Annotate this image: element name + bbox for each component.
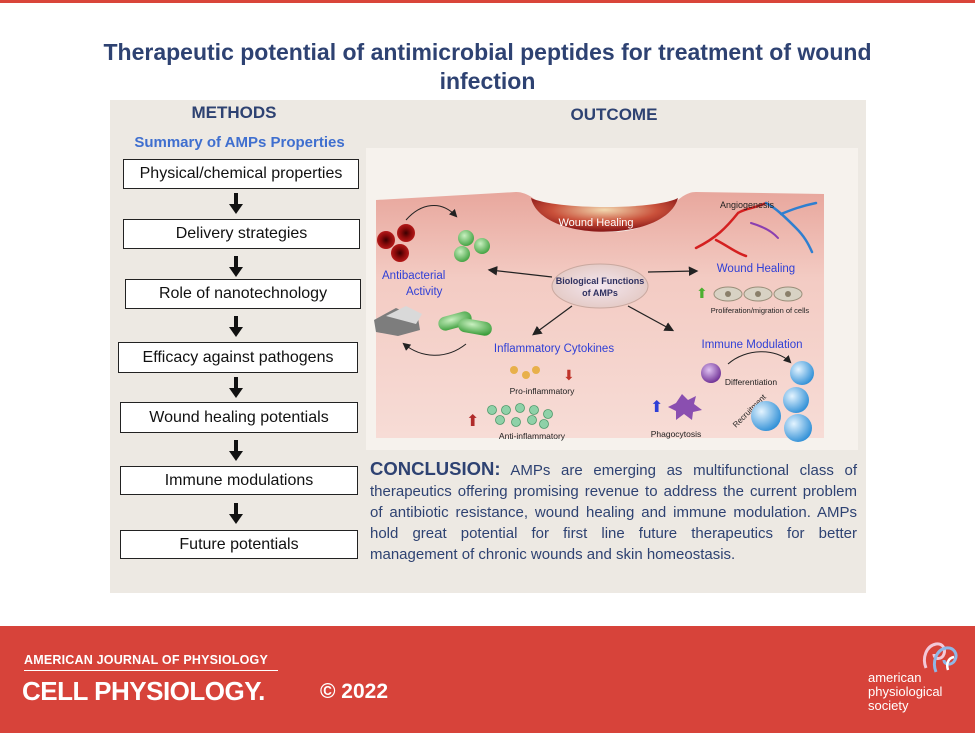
outcome-illustration: Wound Healing Angiogenesis Wound Healing… [366, 148, 858, 450]
aps-wordmark: american physiological society [868, 671, 968, 713]
journal-rule [24, 670, 278, 671]
top-rule [0, 0, 975, 3]
journal-section: CELL PHYSIOLOGY. [22, 676, 265, 706]
step-wound-healing: Wound healing potentials [120, 402, 358, 433]
step-future-potentials: Future potentials [120, 530, 358, 559]
step-efficacy-pathogens: Efficacy against pathogens [118, 342, 358, 373]
conclusion-paragraph: CONCLUSION: AMPs are emerging as multifu… [370, 458, 857, 565]
antibacterial-label-2: Activity [406, 286, 443, 298]
down-arrow-red-icon: ⬇ [563, 367, 575, 383]
arrow-kill-bottom [402, 342, 467, 356]
aps-word-3: society [868, 698, 909, 713]
arrow-to-wound-healing [647, 266, 699, 276]
step-nanotechnology: Role of nanotechnology [125, 279, 361, 309]
page-title: Therapeutic potential of antimicrobial p… [103, 39, 872, 94]
differentiated-cell [790, 361, 814, 385]
step-immune-modulations: Immune modulations [120, 466, 358, 495]
anti-inflammatory-label: Anti-inflammatory [499, 431, 566, 441]
biological-functions-oval [551, 263, 649, 309]
arrow-to-cytokines [532, 305, 573, 336]
arrow-differentiation [727, 351, 792, 365]
down-arrow-icon [229, 316, 243, 337]
copyright: © 2022 [320, 680, 389, 703]
methods-subheading: Summary of AMPs Properties [134, 134, 345, 151]
wound-healing-label-top: Wound Healing [558, 217, 633, 229]
arrow-to-antibacterial [487, 266, 553, 278]
aps-word-2: physiological [868, 684, 943, 699]
proliferating-cells [713, 286, 803, 302]
anti-inflammatory-cytokines [487, 403, 553, 429]
conclusion-text: AMPs are emerging as multifunctional cla… [370, 462, 857, 563]
healthy-cells-green [454, 230, 490, 262]
center-label-2: of AMPs [582, 288, 618, 298]
immune-precursor-cell [701, 363, 721, 383]
journal-name: AMERICAN JOURNAL OF PHYSIOLOGY [24, 653, 268, 667]
up-arrow-red-icon: ⬆ [466, 413, 479, 430]
conclusion-lead: CONCLUSION: [370, 458, 501, 479]
antibacterial-label-1: Antibacterial [382, 270, 445, 282]
rod-bacteria-green [438, 311, 492, 336]
wound-bed [531, 198, 678, 232]
arrow-to-immune [627, 305, 675, 332]
step-physical-chemical: Physical/chemical properties [123, 159, 359, 189]
down-arrow-icon [229, 440, 243, 461]
pro-inflammatory-label: Pro-inflammatory [510, 386, 575, 396]
down-arrow-icon [229, 503, 243, 524]
up-arrow-blue-icon: ⬆ [650, 399, 663, 416]
proliferation-label: Proliferation/migration of cells [711, 306, 810, 315]
pro-inflammatory-cytokines [510, 366, 540, 379]
inflammatory-cytokines-label: Inflammatory Cytokines [494, 343, 614, 355]
phagocytosis-label: Phagocytosis [651, 429, 702, 439]
center-label-1: Biological Functions [556, 276, 645, 286]
footer-banner [0, 626, 975, 733]
dead-bacteria-grey [374, 306, 422, 336]
up-arrow-green-icon: ⬆ [696, 285, 708, 301]
immune-modulation-label: Immune Modulation [702, 339, 803, 351]
macrophage-cell [668, 394, 702, 420]
down-arrow-icon [229, 377, 243, 398]
arrow-kill-top [405, 204, 458, 221]
aps-word-1: american [868, 670, 922, 685]
step-delivery-strategies: Delivery strategies [123, 219, 360, 249]
differentiation-label: Differentiation [725, 377, 778, 387]
recruited-immune-cells [751, 387, 812, 442]
outcome-heading: OUTCOME [570, 105, 658, 124]
bacteria-cluster-red [377, 224, 415, 262]
down-arrow-icon [229, 256, 243, 277]
methods-heading: METHODS [191, 103, 277, 122]
wound-healing-label-right: Wound Healing [717, 263, 795, 275]
angiogenesis-label: Angiogenesis [720, 200, 775, 210]
down-arrow-icon [229, 193, 243, 214]
blood-vessels [694, 201, 818, 258]
aps-logo-icon [922, 642, 958, 673]
